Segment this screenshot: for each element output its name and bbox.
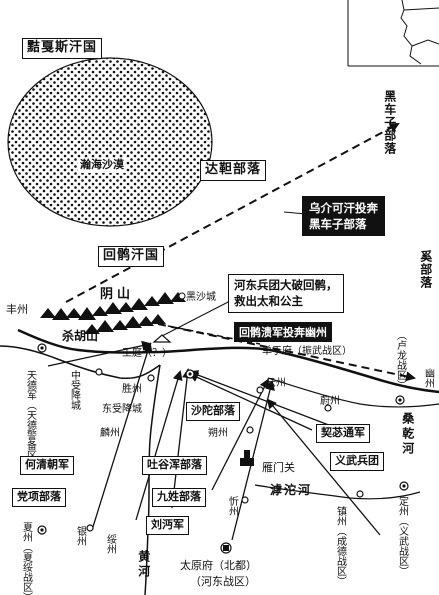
annotation-wujie-line2: 黑车子部落 (309, 217, 367, 232)
label-sanggan: 桑乾河 (400, 412, 415, 457)
annotation-wujie: 乌介可汗投奔 黑车子部落 (302, 196, 385, 237)
label-zhenzhou: 镇州（成德战区） (334, 506, 346, 586)
label-heishacheng: 黑沙城 (186, 292, 216, 303)
label-desert: 瀚海沙漠 (78, 158, 126, 173)
border-line (17, 328, 439, 394)
label-zhongshoujiang: 中受降城 (68, 370, 80, 410)
label-xiajiasi: 黠戛斯汗国 (22, 38, 103, 59)
annotation-hedong-victory: 河东兵团大破回鹘， 救出太和公主 (228, 274, 344, 314)
label-xinzhou: 忻州 (226, 496, 238, 516)
annotation-victory-line1: 河东兵团大破回鹘， (234, 278, 338, 292)
label-xiazhou: 夏州（夏绥战区） (20, 522, 32, 595)
label-shengzhou: 胜州 (122, 384, 142, 395)
force-jiuxing: 九姓部落 (152, 488, 206, 507)
force-heqingchao: 何清朝军 (20, 456, 74, 475)
yellow-river-south (144, 364, 161, 595)
route-wujie (65, 123, 400, 303)
inset-map-corner (347, 0, 439, 67)
label-taiyuan: 太原府（北都） (180, 559, 257, 572)
label-lulong: （卢龙战区） (394, 330, 406, 390)
royal-court-tent (152, 334, 172, 343)
yanmen-pass-symbol (240, 450, 254, 466)
label-xi: 奚部落 (418, 250, 433, 289)
label-fengzhou: 丰州 (6, 303, 28, 316)
yellow-river-north (0, 345, 161, 380)
label-yinzhou: 银州 (74, 526, 86, 546)
label-hutuo: 滹沱河 (270, 483, 313, 497)
label-wangting: 王庭（？） (122, 348, 172, 359)
sanggan-river (267, 377, 439, 408)
label-youzhou: 幽州 (422, 368, 434, 388)
city-dots (40, 346, 406, 551)
label-linzhou: 麟州 (100, 428, 120, 439)
label-heichezi: 黑车子部落 (382, 90, 397, 155)
label-tiande: 天德军（天德警备区） (24, 370, 36, 470)
label-dongshoujiang: 东受降城 (102, 404, 142, 415)
heishacheng-marker (178, 292, 186, 300)
label-suizhou: 绥州 (104, 534, 116, 554)
annotation-huihu-flee: 回鹘溃军投奔幽州 (234, 322, 332, 342)
label-shuozhou: 朔州 (208, 428, 228, 439)
mountains (40, 292, 186, 334)
label-dadan: 达靼部落 (200, 160, 267, 181)
annotation-victory-line2: 救出太和公主 (234, 293, 303, 308)
label-yinshan: 阴山 (100, 287, 135, 302)
city-markers (37, 343, 409, 554)
label-dangxiang: 党项部落 (12, 488, 66, 507)
label-shahu: 杀胡山 (62, 329, 99, 343)
label-danyu: 单于府（振武战区） (262, 346, 352, 357)
force-yiwu: 义武兵团 (330, 452, 384, 471)
force-qibi: 契苾通军 (316, 424, 370, 443)
label-hedong: （河东战区） (190, 575, 256, 588)
force-tuyuhun: 吐谷浑部落 (142, 456, 207, 475)
pointer-victory (161, 299, 233, 337)
label-huanghe: 黄河 (136, 550, 151, 580)
desert-area (7, 57, 213, 227)
label-yanmen: 雁门关 (262, 461, 295, 474)
label-dingzhou: 定州（义武战区） (396, 496, 408, 576)
label-weizhou: 蔚州 (320, 396, 340, 407)
route-huihu-youzhou-b (157, 323, 261, 345)
annotation-wujie-line1: 乌介可汗投奔 (309, 201, 378, 215)
label-yunzhou: 云州 (266, 378, 286, 389)
force-liumian: 刘沔军 (146, 516, 189, 535)
label-huihu: 回鹘汗国 (98, 246, 165, 267)
force-shatuo: 沙陀部落 (186, 402, 240, 421)
